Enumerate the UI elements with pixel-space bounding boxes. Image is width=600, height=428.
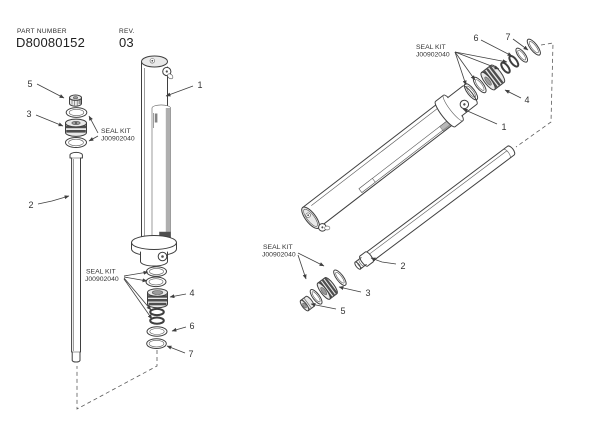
oring-near-rod [333,269,347,286]
oring-a [146,266,167,277]
callout-3-right: 3 [338,286,371,298]
part3-piston-right [316,277,338,300]
left-assembly: 5 3 2 1 4 6 7 [26,55,203,410]
piston-stack-right [299,269,347,312]
callout-3: 3 [26,109,64,127]
part1-cylinder-right [301,38,541,232]
svg-text:6: 6 [473,33,478,43]
alignment-dashed-line-right [515,42,554,148]
part-number-label: PART NUMBER [17,28,67,35]
svg-text:4: 4 [189,288,194,298]
small-ring-a-right [500,61,511,74]
svg-text:2: 2 [28,200,33,210]
svg-text:1: 1 [501,122,506,132]
callout-2-right: 2 [370,257,406,271]
callout-5-right: 5 [310,302,346,316]
svg-text:SEAL KIT: SEAL KIT [263,244,293,251]
callout-7-right: 7 [505,32,529,51]
inner-tube [151,104,171,246]
svg-text:1: 1 [197,80,202,90]
callout-4-right: 4 [504,89,530,105]
part7-ring-right [526,38,541,56]
svg-text:5: 5 [27,79,32,89]
part3-piston [65,118,87,137]
oring-b [145,276,167,288]
svg-text:SEAL KIT: SEAL KIT [101,128,131,135]
cap-port-fitting [318,223,331,232]
seal-kit-label-left-top: SEAL KIT J00902040 [88,115,135,143]
part5-locknut [69,94,82,107]
top-port-fitting [162,66,174,80]
right-assembly: 6 7 4 1 2 3 5 [262,32,554,316]
seal-kit-label-right-top: SEAL KIT J00902040 [416,44,508,86]
small-ring-b [149,316,165,325]
callouts-right: 6 7 4 1 2 3 5 [310,32,530,316]
svg-text:J00902040: J00902040 [85,276,119,283]
svg-text:J00902040: J00902040 [416,52,450,59]
rev-value: 03 [119,35,134,50]
part4-gland-right [480,64,506,91]
part6-ring-right [515,47,529,63]
part6-ring [146,326,168,337]
callout-1-right: 1 [462,108,507,132]
small-ring-b-right [508,55,520,68]
callouts-left: 5 3 2 1 4 6 7 [26,79,202,359]
part5-locknut-right [299,295,315,312]
callout-1: 1 [165,80,203,97]
svg-text:6: 6 [189,321,194,331]
svg-text:7: 7 [188,349,193,359]
part2-rod-right [299,145,516,312]
callout-6-right: 6 [473,33,513,57]
seal-kit-label-right-bottom: SEAL KIT J00902040 [262,244,325,280]
callout-6: 6 [171,321,195,332]
seal-stack-right [463,38,541,101]
small-ring-a [149,307,165,317]
rod-thread-tip [354,257,367,270]
svg-text:J00902040: J00902040 [101,136,135,143]
alignment-dashed-line-left [76,350,158,410]
part7-ring [146,338,167,350]
oring-lower [65,137,87,148]
svg-text:2: 2 [400,261,405,271]
title-block: PART NUMBER D80080152 REV. 03 [16,28,135,50]
svg-text:5: 5 [340,306,345,316]
bottom-collar [131,235,177,267]
inner-tube-seam [358,116,453,193]
svg-text:3: 3 [365,288,370,298]
svg-text:4: 4 [524,95,529,105]
callout-2: 2 [28,195,70,210]
part4-gland [147,288,168,309]
oring-far [309,289,323,305]
svg-text:SEAL KIT: SEAL KIT [86,269,116,276]
svg-text:7: 7 [505,32,510,42]
oring-upper [65,107,88,118]
svg-text:SEAL KIT: SEAL KIT [416,44,446,51]
part2-rod [69,151,83,363]
callout-4: 4 [169,288,195,299]
callout-7: 7 [166,345,194,359]
svg-text:3: 3 [26,109,31,119]
part-number-value: D80080152 [16,35,85,50]
svg-text:J00902040: J00902040 [262,252,296,259]
rev-label: REV. [119,28,135,35]
seal-kit-label-left-bottom: SEAL KIT J00902040 [85,269,153,320]
part1-cylinder [131,55,177,267]
callout-5: 5 [27,79,65,99]
rod-body [365,145,516,262]
